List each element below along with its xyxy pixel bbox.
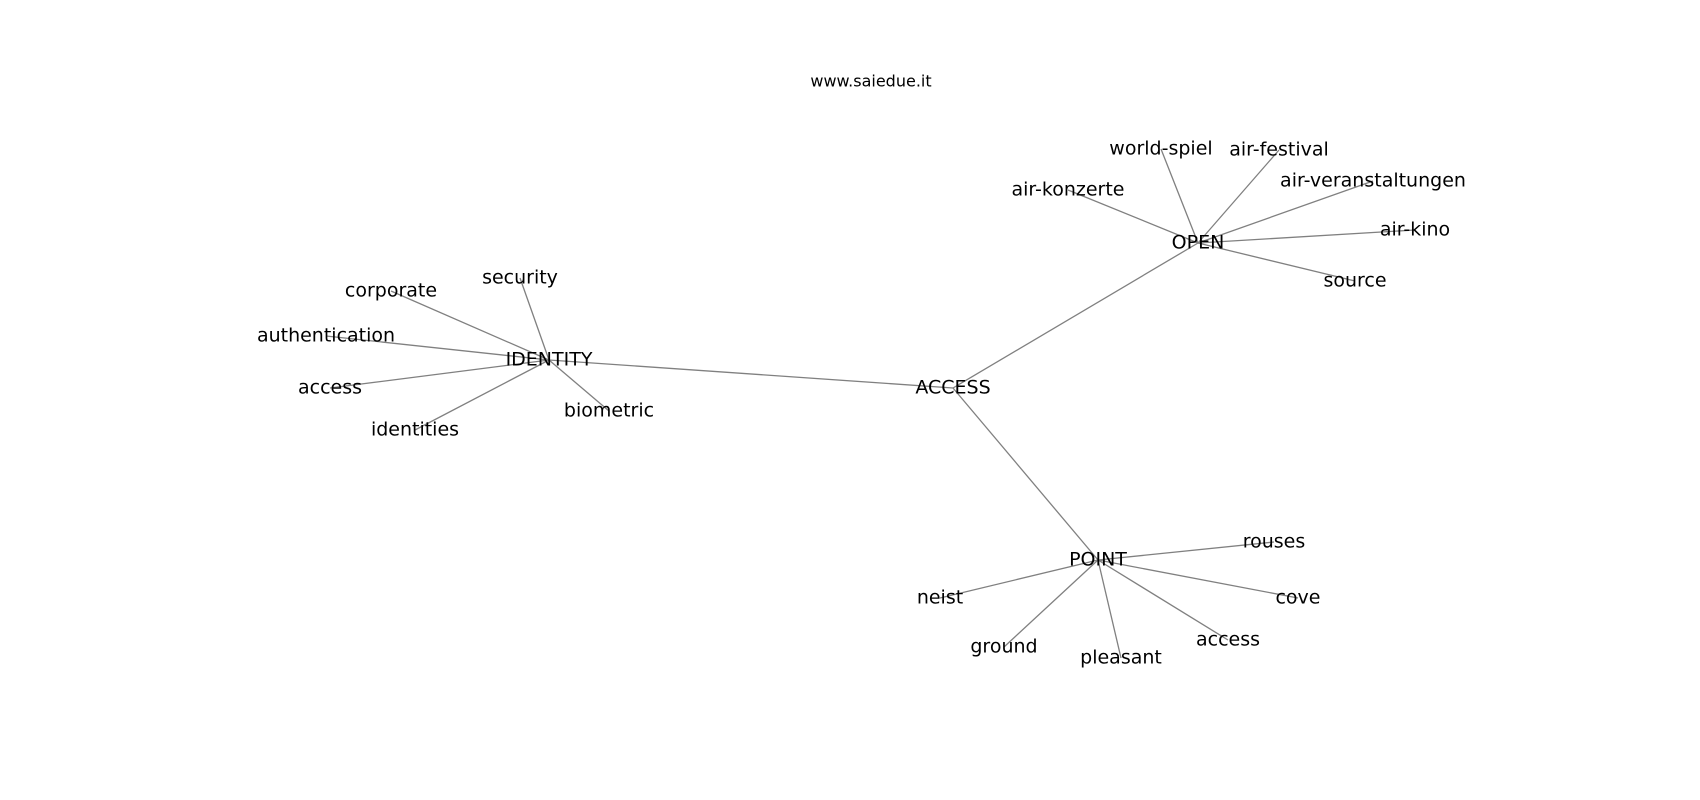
node-label-corporate: corporate	[345, 280, 437, 302]
edge-open-air_kino	[1197, 229, 1416, 244]
edge-point-ground	[1003, 559, 1099, 648]
edge-point-rouses	[1097, 541, 1275, 561]
site-url: www.saiedue.it	[810, 72, 931, 91]
node-label-access-center: ACCESS	[915, 377, 990, 399]
node-label-neist: neist	[917, 587, 963, 609]
edge-open-air_veranstaltungen	[1197, 180, 1374, 244]
node-label-security: security	[482, 267, 558, 289]
edge-open-air_konzerte	[1067, 189, 1199, 244]
node-label-pleasant: pleasant	[1080, 647, 1162, 669]
node-label-open: OPEN	[1172, 232, 1225, 254]
edge-point-access_point	[1097, 559, 1229, 641]
node-label-rouses: rouses	[1243, 531, 1306, 553]
edge-identity-authentication	[325, 335, 550, 361]
node-label-air-veranstaltungen: air-veranstaltungen	[1280, 170, 1466, 192]
node-label-cove: cove	[1275, 587, 1320, 609]
node-label-world-spiel: world-spiel	[1109, 138, 1212, 160]
edge-open-world_spiel	[1160, 148, 1199, 244]
edge-identity-corporate	[390, 290, 550, 361]
edges-layer	[325, 148, 1416, 659]
edge-open-air_festival	[1197, 149, 1280, 244]
edge-identity-security	[519, 277, 550, 361]
edge-point-neist	[939, 559, 1099, 599]
edge-identity-access_identity	[329, 359, 550, 389]
node-label-point: POINT	[1069, 549, 1127, 571]
node-label-ground: ground	[970, 636, 1037, 658]
edge-identity-identities	[414, 359, 550, 431]
node-label-identity: IDENTITY	[506, 349, 593, 371]
node-label-access-point: access	[1196, 629, 1260, 651]
node-label-authentication: authentication	[257, 325, 395, 347]
node-label-air-festival: air-festival	[1229, 139, 1329, 161]
node-label-identities: identities	[371, 419, 459, 441]
node-label-access-identity: access	[298, 377, 362, 399]
edge-point-cove	[1097, 559, 1299, 599]
edge-identity-biometric	[548, 359, 610, 412]
edge-access_center-identity	[548, 359, 954, 389]
node-label-biometric: biometric	[564, 400, 654, 422]
edge-open-source	[1197, 242, 1356, 282]
edge-access_center-point	[952, 387, 1099, 561]
node-label-air-konzerte: air-konzerte	[1012, 179, 1125, 201]
nodes-layer: ACCESS IDENTITY OPEN POINT security corporate…	[257, 138, 1466, 669]
node-label-air-kino: air-kino	[1380, 219, 1450, 241]
edge-point-pleasant	[1097, 559, 1122, 659]
edge-access_center-open	[952, 242, 1199, 389]
node-label-source: source	[1323, 270, 1386, 292]
